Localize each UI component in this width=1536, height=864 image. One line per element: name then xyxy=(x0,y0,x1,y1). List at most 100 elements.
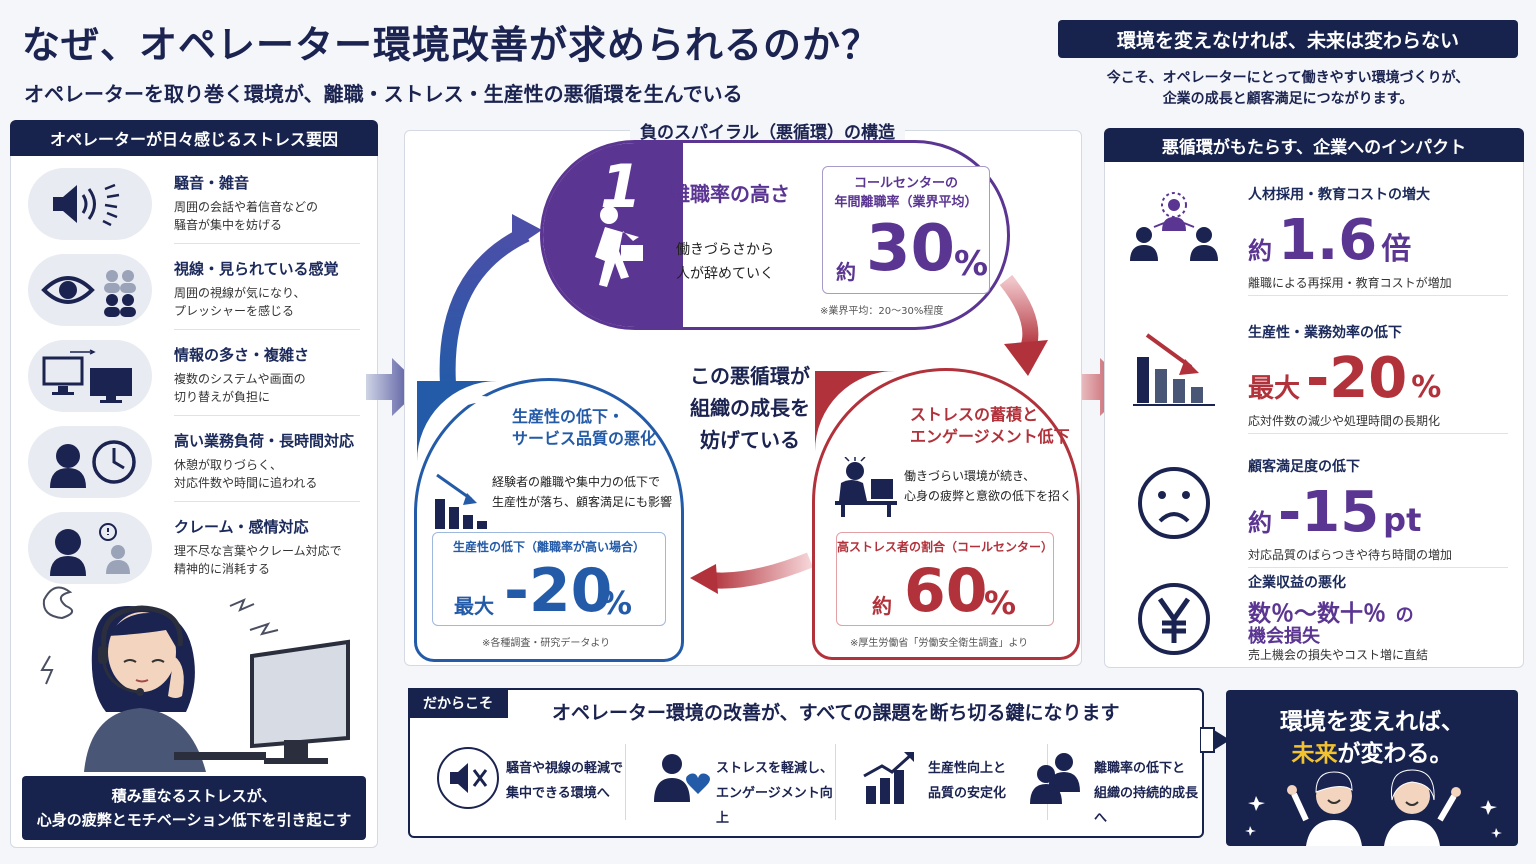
stress-item-title: 高い業務負荷・長時間対応 xyxy=(174,432,355,450)
future-highlight: 未来 xyxy=(1291,741,1338,767)
impact-value: 数％〜数十％ xyxy=(1248,601,1386,627)
rising-chart-icon xyxy=(858,746,922,810)
stat-note: ※各種調査・研究データより xyxy=(482,638,611,649)
future-message-line2: 未来が変わる。 xyxy=(1226,734,1518,768)
stat-unit: % xyxy=(984,584,1017,622)
impact-value-row: 数％〜数十％ の xyxy=(1248,594,1414,628)
stat-box xyxy=(432,532,666,626)
stress-item-title: クレーム・感情対応 xyxy=(174,518,309,536)
impact-value: -15 xyxy=(1278,480,1380,545)
sad-face-icon xyxy=(1124,458,1224,548)
impact-unit: % xyxy=(1411,370,1442,405)
impact-value-row: 約 -15 pt xyxy=(1248,480,1421,545)
stat-label: 高ストレス者の割合（コールセンター） xyxy=(836,540,1053,554)
stat-value: 60 xyxy=(904,556,988,626)
stress-summary-line2: 心身の疲弊とモチベーション低下を引き起こす xyxy=(36,811,352,829)
top-note-line2: 企業の成長と顧客満足につながります。 xyxy=(1162,91,1414,107)
exhausted-worker-icon xyxy=(835,457,897,517)
cycle-card-title: ストレスの蓄積と エンゲージメント低下 xyxy=(910,405,1070,446)
yen-icon xyxy=(1124,574,1224,664)
happy-people-illustration xyxy=(1245,769,1502,846)
stress-item-title: 騒音・雑音 xyxy=(174,174,250,192)
declining-bar-chart-icon xyxy=(1124,324,1224,414)
impact-item-satisfaction: 顧客満足度の低下 約 -15 pt 対応品質のばらつきや待ち時間の増加 xyxy=(1118,440,1514,568)
declining-chart-icon xyxy=(435,473,487,529)
impact-loss: 機会損失 xyxy=(1248,626,1320,647)
cycle-step-number: 1 xyxy=(600,152,642,222)
impact-prefix: 約 xyxy=(1248,509,1272,537)
stress-summary-line1: 積み重なるストレスが、 xyxy=(111,787,277,805)
cycle-step-number: 2 xyxy=(860,386,898,449)
eye-icon xyxy=(28,254,152,326)
impact-item-recruit-cost: 人材採用・教育コストの増大 約 1.6 倍 離職による再採用・教育コストが増加 xyxy=(1118,168,1514,296)
solution-text: 離職率の低下と 組織の持続的成長へ xyxy=(1094,761,1199,826)
stat-label: 生産性の低下（離職率が高い場合） xyxy=(452,540,645,554)
speaker-noise-icon xyxy=(28,168,152,240)
cycle-card-desc: 経験者の離職や集中力の低下で 生産性が落ち、顧客満足にも影響 xyxy=(492,475,673,509)
solution-title: オペレーター環境の改善が、すべての課題を断ち切る鍵になります xyxy=(552,702,1120,724)
solution-text: 生産性向上と 品質の安定化 xyxy=(928,761,1007,801)
cycle-step-number: 3 xyxy=(460,386,498,449)
stress-item-information: 情報の多さ・複雑さ 複数のシステムや画面の 切り替えが負担に xyxy=(24,334,364,416)
complaint-icon xyxy=(28,512,152,584)
impact-title: 人材採用・教育コストの増大 xyxy=(1248,187,1430,203)
stress-item-desc: 理不尽な言葉やクレーム対応で 精神的に消耗する xyxy=(174,544,342,576)
impact-value-row: 約 1.6 倍 xyxy=(1248,208,1411,273)
vicious-cycle-center-text: この悪循環が 組織の成長を 妨げている xyxy=(690,364,810,452)
impact-value: 1.6 xyxy=(1278,208,1378,273)
stress-item-title: 視線・見られている感覚 xyxy=(174,260,339,278)
future-message-box xyxy=(1226,690,1518,846)
stat-box xyxy=(836,532,1054,626)
impact-item-revenue: 企業収益の悪化 数％〜数十％ の 機会損失 売上機会の損失やコスト増に直結 xyxy=(1118,556,1514,684)
stress-item-desc: 周囲の会話や着信音などの 騒音が集中を妨げる xyxy=(174,200,319,232)
solution-item-quality: 生産性向上と 品質の安定化 xyxy=(852,740,1048,828)
stat-value: 30 xyxy=(866,212,956,286)
stat-prefix: 約 xyxy=(836,260,856,284)
solution-text: 騒音や視線の軽減で 集中できる環境へ xyxy=(506,761,624,801)
recruit-people-icon xyxy=(1124,186,1224,276)
impact-note: 売上機会の損失やコスト増に直結 xyxy=(1248,648,1429,662)
impact-value-row: 最大 -20 % xyxy=(1248,346,1441,411)
impact-note: 応対件数の減少や処理時間の長期化 xyxy=(1248,414,1441,428)
cycle-card-desc: 働きづらさから 人が辞めていく xyxy=(676,242,774,282)
solution-item-engagement: ストレスを軽減し、 エンゲージメント向上 xyxy=(640,740,836,828)
impact-unit: 倍 xyxy=(1381,232,1412,267)
impact-prefix: 約 xyxy=(1248,237,1272,265)
impact-item-productivity: 生産性・業務効率の低下 最大 -20 % 応対件数の減少や処理時間の長期化 xyxy=(1118,306,1514,434)
cycle-card-title: 離職率の高さ xyxy=(670,182,790,206)
impact-value: -20 xyxy=(1306,346,1408,411)
mute-speaker-icon xyxy=(436,746,500,810)
stat-note: ※厚生労働省「労働安全衛生調査」より xyxy=(850,638,1029,649)
solution-tag: だからこそ xyxy=(408,688,508,718)
impact-prefix: 最大 xyxy=(1248,374,1301,404)
team-icon xyxy=(1024,746,1088,810)
impact-title: 顧客満足度の低下 xyxy=(1248,459,1360,475)
cycle-card-desc: 働きづらい環境が続き、 心身の疲弊と意欲の低下を招く xyxy=(904,469,1073,503)
impact-unit: pt xyxy=(1383,501,1422,539)
arrow-right-icon xyxy=(366,358,422,416)
stress-summary-banner: 積み重なるストレスが、 心身の疲弊とモチベーション低下を引き起こす xyxy=(22,776,366,840)
stress-item-complaint: クレーム・感情対応 理不尽な言葉やクレーム対応で 精神的に消耗する xyxy=(24,506,364,588)
future-rest: が変わる。 xyxy=(1337,741,1453,767)
future-message-line1: 環境を変えれば、 xyxy=(1280,709,1464,735)
top-banner: 環境を変えなければ、未来は変わらない xyxy=(1058,20,1518,58)
solution-text: ストレスを軽減し、 エンゲージメント向上 xyxy=(716,761,834,826)
vicious-cycle-title: 負のスパイラル（悪循環）の構造 xyxy=(630,118,905,143)
leaving-person-icon xyxy=(543,143,683,327)
impact-note: 離職による再採用・教育コストが増加 xyxy=(1248,276,1452,290)
stat-label: コールセンターの 年間離職率（業界平均） xyxy=(834,176,978,210)
monitors-icon xyxy=(28,340,152,412)
top-note-line1: 今こそ、オペレーターにとって働きやすい環境づくりが、 xyxy=(1106,70,1470,86)
stat-unit: % xyxy=(600,584,633,622)
stat-prefix: 最大 xyxy=(454,594,494,618)
impact-title: 生産性・業務効率の低下 xyxy=(1248,325,1402,341)
stress-item-title: 情報の多さ・複雑さ xyxy=(174,346,310,364)
stress-item-desc: 休憩が取りづらく、 対応件数や時間に追われる xyxy=(174,458,318,490)
solution-panel xyxy=(408,688,1204,838)
cycle-arrows xyxy=(439,214,1048,594)
stat-value: -20 xyxy=(504,556,613,626)
stress-item-gaze: 視線・見られている感覚 周囲の視線が気になり、 プレッシャーを感じる xyxy=(24,248,364,330)
page-subtitle: オペレーターを取り巻く環境が、離職・ストレス・生産性の悪循環を生んでいる xyxy=(24,82,743,106)
arrow-right-icon xyxy=(1074,358,1130,416)
stat-unit: % xyxy=(954,244,989,284)
